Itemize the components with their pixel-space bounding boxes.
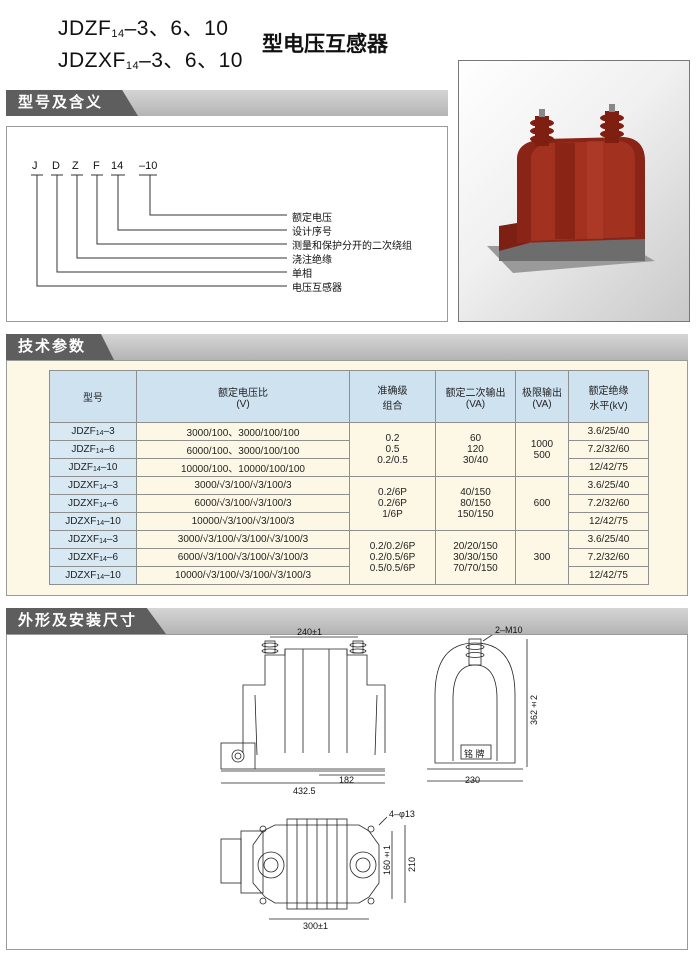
cell-model: JDZXF14–6 — [49, 548, 137, 567]
nameplate-label: 铭 牌 — [464, 749, 485, 759]
cell-ratio: 6000/100、3000/100/100 — [136, 440, 350, 459]
cell-insulation: 12/42/75 — [568, 566, 649, 585]
dim-300: 300±1 — [303, 921, 328, 931]
code-label-design-no: 设计序号 — [292, 227, 332, 238]
dim-m10: 2–M10 — [495, 625, 523, 635]
header-ratio: 额定电压比(V) — [136, 370, 350, 423]
code-letter-14: 14 — [111, 160, 124, 172]
dimension-drawing: . — [220, 635, 528, 920]
code-letter-z: Z — [72, 160, 79, 172]
cell-limit: 600 — [515, 476, 569, 531]
title-line-1: JDZF14–3、6、10 — [58, 17, 229, 40]
section-tab-model: 型号及含义 — [6, 90, 138, 116]
dimensions-panel: . 240±1 182 432.5 2–M10 362±2 230 铭 牌 4–… — [6, 625, 688, 950]
table-row: JDZXF14–6 6000/√3/100/√3/100/3 7.2/32/60 — [49, 494, 649, 513]
dim-210: 210 — [407, 857, 417, 873]
cell-ratio: 10000/√3/100/√3/100/3 — [136, 512, 350, 531]
cell-insulation: 3.6/25/40 — [568, 422, 649, 441]
cell-ratio: 3000/√3/100/√3/100/√3/100/3 — [136, 530, 350, 549]
table-row: JDZXF14–10 10000/√3/100/√3/100/√3/100/3 … — [49, 566, 649, 585]
cell-model: JDZXF14–3 — [49, 530, 137, 549]
model-code-diagram — [31, 174, 287, 287]
table-row: JDZXF14–3 3000/√3/100/√3/100/√3/100/3 0.… — [49, 530, 649, 585]
model-code-panel: J D Z F 14 –10 额定电压 设计序号 测量和保护分开的二次绕组 浇注… — [6, 126, 448, 322]
cell-ratio: 10000/√3/100/√3/100/√3/100/3 — [136, 566, 350, 585]
cell-ratio: 6000/√3/100/√3/100/3 — [136, 494, 350, 513]
cell-insulation: 3.6/25/40 — [568, 476, 649, 495]
section-tab-tech: 技术参数 — [6, 334, 114, 360]
header-output: 额定二次输出(VA) — [435, 370, 516, 423]
code-letter-10: –10 — [139, 160, 158, 172]
table-row: JDZF14–10 10000/100、10000/100/100 12/42/… — [49, 458, 649, 477]
code-label-vt: 电压互感器 — [292, 283, 342, 294]
cell-model: JDZXF14–3 — [49, 476, 137, 495]
section-bar-tech — [6, 334, 688, 360]
cell-model: JDZF14–3 — [49, 422, 137, 441]
dim-182: 182 — [339, 775, 355, 785]
cell-model: JDZF14–10 — [49, 458, 137, 477]
header-model: 型号 — [49, 370, 137, 423]
cell-model: JDZXF14–6 — [49, 494, 137, 513]
cell-model: JDZXF14–10 — [49, 512, 137, 531]
cell-ratio: 10000/100、10000/100/100 — [136, 458, 350, 477]
table-header-row: 型号 额定电压比(V) 准确级组合 额定二次输出(VA) 极限输出(VA) 额定… — [49, 370, 649, 423]
page-title: 型电压互感器 — [262, 33, 388, 56]
cell-insulation: 7.2/32/60 — [568, 548, 649, 567]
cell-ratio: 3000/100、3000/100/100 — [136, 422, 350, 441]
header-insulation: 额定绝缘水平(kV) — [568, 370, 649, 423]
code-label-single-phase: 单相 — [292, 269, 312, 280]
spec-table-wrap: 型号 额定电压比(V) 准确级组合 额定二次输出(VA) 极限输出(VA) 额定… — [49, 370, 649, 585]
title-line-2: JDZXF14–3、6、10 — [58, 49, 243, 72]
code-letter-f: F — [93, 160, 100, 172]
dim-362: 362±2 — [529, 695, 539, 726]
cell-ratio: 3000/√3/100/√3/100/3 — [136, 476, 350, 495]
code-label-rated-voltage: 额定电压 — [292, 213, 332, 224]
dim-holes: 4–φ13 — [389, 809, 415, 819]
code-label-windings: 测量和保护分开的二次绕组 — [292, 241, 412, 252]
section-tab-dims: 外形及安装尺寸 — [6, 608, 166, 634]
transformer-image — [487, 104, 655, 273]
header-limit: 极限输出(VA) — [515, 370, 569, 423]
cell-ratio: 6000/√3/100/√3/100/√3/100/3 — [136, 548, 350, 567]
cell-insulation: 7.2/32/60 — [568, 440, 649, 459]
cell-limit: 300 — [515, 530, 569, 585]
cell-model: JDZF14–6 — [49, 440, 137, 459]
dim-240: 240±1 — [297, 627, 322, 637]
code-label-cast-insulation: 浇注绝缘 — [292, 255, 332, 266]
spec-table: 型号 额定电压比(V) 准确级组合 额定二次输出(VA) 极限输出(VA) 额定… — [49, 370, 649, 585]
cell-insulation: 12/42/75 — [568, 458, 649, 477]
product-photo — [458, 60, 690, 322]
cell-insulation: 12/42/75 — [568, 512, 649, 531]
table-row: JDZXF14–10 10000/√3/100/√3/100/3 12/42/7… — [49, 512, 649, 531]
code-letter-d: D — [52, 160, 60, 172]
cell-insulation: 3.6/25/40 — [568, 530, 649, 549]
cell-insulation: 7.2/32/60 — [568, 494, 649, 513]
header-accuracy: 准确级组合 — [349, 370, 436, 423]
dim-230: 230 — [465, 775, 481, 785]
cell-model: JDZXF14–10 — [49, 566, 137, 585]
code-letter-j: J — [32, 160, 38, 172]
dim-160: 160±1 — [382, 845, 392, 876]
dim-432: 432.5 — [293, 786, 316, 796]
table-row: JDZF14–6 6000/100、3000/100/100 7.2/32/60 — [49, 440, 649, 459]
